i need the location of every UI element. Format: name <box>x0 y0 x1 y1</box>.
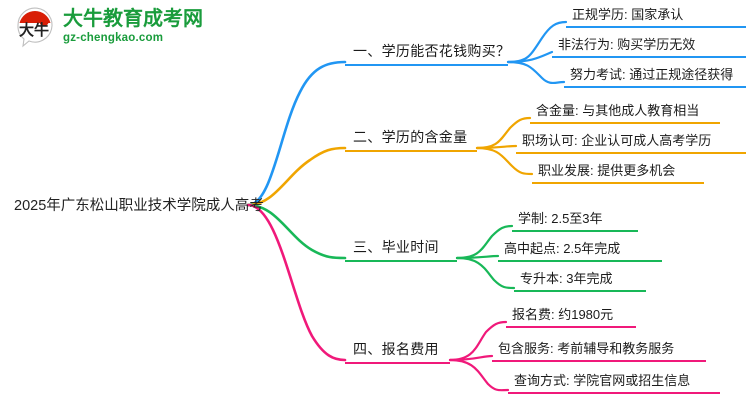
leaf-node-1-3[interactable]: 努力考试: 通过正规途径获得 <box>564 60 746 88</box>
logo-text: 大牛教育成考网 gz-chengkao.com <box>63 8 203 45</box>
leaf-node-3-3[interactable]: 专升本: 3年完成 <box>514 264 646 292</box>
leaf-3-2-label: 高中起点: 2.5年完成 <box>504 241 621 256</box>
leaf-3-1-label: 学制: 2.5至3年 <box>518 211 603 226</box>
connector-branch-1-to-leaf-3 <box>506 60 566 85</box>
leaf-3-3-label: 专升本: 3年完成 <box>520 271 613 286</box>
mindmap-root-node[interactable]: 2025年广东松山职业技术学院成人高考 <box>14 191 264 217</box>
leaf-node-3-1[interactable]: 学制: 2.5至3年 <box>512 204 638 232</box>
leaf-node-2-3[interactable]: 职业发展: 提供更多机会 <box>532 156 704 184</box>
branch-1-label: 一、学历能否花钱购买？ <box>353 43 511 59</box>
leaf-4-1-label: 报名费: 约1980元 <box>512 307 614 322</box>
leaf-node-4-3[interactable]: 查询方式: 学院官网或招生信息 <box>508 366 720 394</box>
branch-node-3[interactable]: 三、毕业时间 <box>345 232 457 262</box>
logo-title: 大牛教育成考网 <box>63 8 203 31</box>
root-label: 2025年广东松山职业技术学院成人高考 <box>14 197 264 214</box>
connector-branch-4-to-leaf-3 <box>448 358 510 392</box>
branch-3-label: 三、毕业时间 <box>353 239 439 255</box>
logo-mark-icon: 大牛 <box>14 6 56 48</box>
leaf-node-1-2[interactable]: 非法行为: 购买学历无效 <box>552 30 746 58</box>
leaf-2-2-label: 职场认可: 企业认可成人高考学历 <box>522 133 712 148</box>
leaf-1-3-label: 努力考试: 通过正规途径获得 <box>570 67 734 82</box>
branch-node-4[interactable]: 四、报名费用 <box>345 334 450 364</box>
connector-branch-1-to-leaf-2 <box>506 50 554 64</box>
logo-domain: gz-chengkao.com <box>63 32 164 45</box>
leaf-node-4-1[interactable]: 报名费: 约1980元 <box>506 300 636 328</box>
leaf-node-4-2[interactable]: 包含服务: 考前辅导和教务服务 <box>492 334 706 362</box>
branch-4-label: 四、报名费用 <box>353 341 439 357</box>
leaf-1-1-label: 正规学历: 国家承认 <box>572 7 684 22</box>
site-logo[interactable]: 大牛 大牛教育成考网 gz-chengkao.com <box>14 6 203 48</box>
leaf-1-2-label: 非法行为: 购买学历无效 <box>558 37 696 52</box>
leaf-node-2-1[interactable]: 含金量: 与其他成人教育相当 <box>530 96 720 124</box>
leaf-2-1-label: 含金量: 与其他成人教育相当 <box>536 103 700 118</box>
connector-branch-2-to-leaf-2 <box>475 144 518 150</box>
leaf-2-3-label: 职业发展: 提供更多机会 <box>538 163 676 178</box>
connector-branch-4-to-leaf-2 <box>448 354 494 362</box>
leaf-4-3-label: 查询方式: 学院官网或招生信息 <box>514 373 691 388</box>
connector-root-to-branch-1 <box>246 60 347 207</box>
leaf-node-2-2[interactable]: 职场认可: 企业认可成人高考学历 <box>516 126 746 154</box>
connector-branch-3-to-leaf-2 <box>455 254 500 260</box>
branch-node-2[interactable]: 二、学历的含金量 <box>345 122 477 152</box>
branch-2-label: 二、学历的含金量 <box>353 129 468 145</box>
svg-text:大牛: 大牛 <box>19 21 49 39</box>
connector-branch-3-to-leaf-3 <box>455 256 516 290</box>
leaf-node-3-2[interactable]: 高中起点: 2.5年完成 <box>498 234 662 262</box>
leaf-4-2-label: 包含服务: 考前辅导和教务服务 <box>498 341 675 356</box>
branch-node-1[interactable]: 一、学历能否花钱购买？ <box>345 36 510 66</box>
leaf-node-1-1[interactable]: 正规学历: 国家承认 <box>566 0 746 28</box>
connector-root-to-branch-4 <box>246 203 347 362</box>
